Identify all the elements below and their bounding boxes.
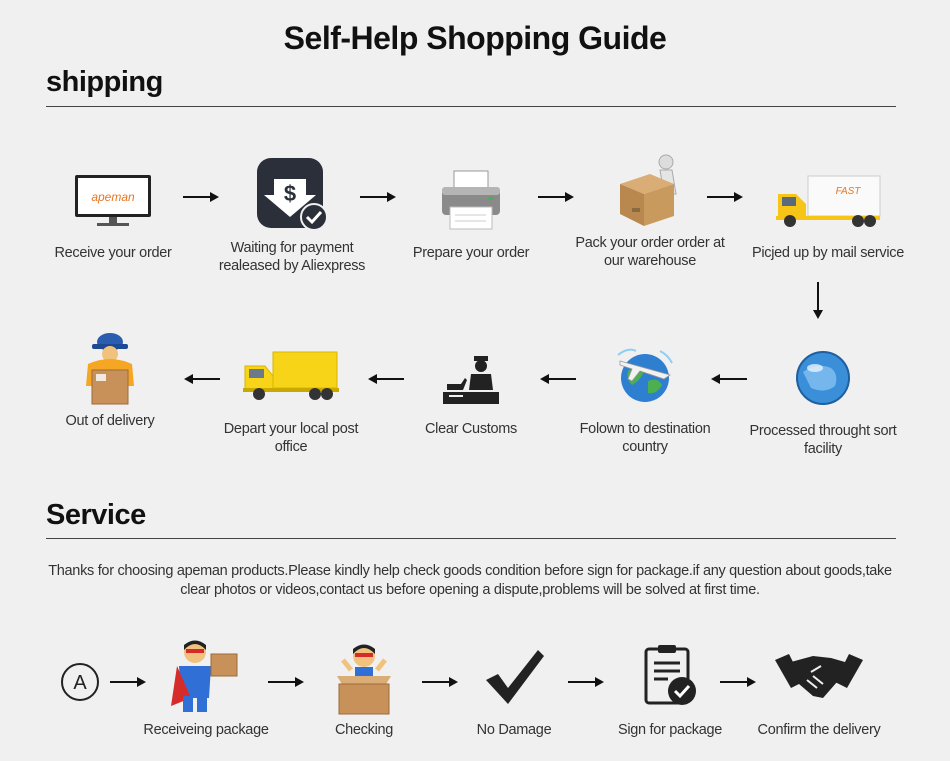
arrow-right-icon xyxy=(110,677,146,687)
step-receive-order: apeman Receive your order xyxy=(28,160,198,262)
step-out-for-delivery: Out of delivery xyxy=(25,328,195,430)
handshake-icon xyxy=(739,636,899,716)
arrow-left-icon xyxy=(540,374,576,384)
start-letter-icon: A xyxy=(60,662,100,702)
arrow-left-icon xyxy=(184,374,220,384)
svg-text:A: A xyxy=(73,672,87,694)
payment-icon: $ xyxy=(207,155,377,235)
step-pack-order: Pack your order order at our warehouse xyxy=(565,150,735,270)
arrow-right-icon xyxy=(422,677,458,687)
step-label: Checking xyxy=(334,722,394,738)
svg-text:apeman: apeman xyxy=(91,190,135,204)
page-title: Self-Help Shopping Guide xyxy=(283,20,667,56)
svg-text:$: $ xyxy=(284,181,296,206)
step-picked-up: FAST Picjed up by mail service xyxy=(743,160,913,262)
service-step-receiving: Receiveing package xyxy=(126,636,286,738)
arrow-right-icon xyxy=(268,677,304,687)
shipping-heading: shipping xyxy=(46,66,163,98)
step-prepare-order: Prepare your order xyxy=(386,160,556,262)
step-label: Sign for package xyxy=(617,722,723,738)
svg-text:FAST: FAST xyxy=(836,186,862,197)
sort-globe-icon xyxy=(738,338,908,418)
package-icon xyxy=(565,150,735,230)
arrow-right-icon xyxy=(720,677,756,687)
monitor-icon: apeman xyxy=(28,160,198,240)
step-sort-facility: Processed throught sort facility xyxy=(738,338,908,458)
checkmark-icon xyxy=(434,636,594,716)
arrow-right-icon xyxy=(360,192,396,202)
step-label: Picjed up by mail service xyxy=(751,245,905,261)
arrow-right-icon xyxy=(538,192,574,202)
shipping-divider xyxy=(46,106,896,107)
arrow-left-icon xyxy=(368,374,404,384)
service-divider xyxy=(46,538,896,539)
step-label: Depart your local post office xyxy=(223,421,359,455)
arrow-right-icon xyxy=(707,192,743,202)
step-flown-destination: Folown to destination country xyxy=(560,336,730,456)
step-clear-customs: Clear Customs xyxy=(386,336,556,438)
arrow-right-icon xyxy=(183,192,219,202)
step-label: Clear Customs xyxy=(425,421,517,437)
superhero-package-icon xyxy=(126,636,286,716)
customs-icon xyxy=(386,336,556,416)
step-depart-post-office: Depart your local post office xyxy=(206,336,376,456)
step-label: Waiting for payment realeased by Aliexpr… xyxy=(218,240,366,274)
delivery-truck-icon xyxy=(206,336,376,416)
courier-icon xyxy=(25,328,195,408)
fast-truck-icon: FAST xyxy=(743,160,913,240)
sign-clipboard-icon xyxy=(590,636,750,716)
step-label: Receive your order xyxy=(54,245,172,261)
printer-icon xyxy=(386,160,556,240)
step-waiting-payment: $ Waiting for payment realeased by Aliex… xyxy=(207,155,377,275)
step-label: No Damage xyxy=(476,722,552,738)
step-label: Pack your order order at our warehouse xyxy=(575,235,725,269)
arrow-down-icon xyxy=(813,282,823,319)
service-step-sign: Sign for package xyxy=(590,636,750,738)
step-label: Prepare your order xyxy=(412,245,530,261)
step-label: Receiveing package xyxy=(143,722,269,738)
step-label: Confirm the delivery xyxy=(757,722,881,738)
arrow-right-icon xyxy=(568,677,604,687)
service-heading: Service xyxy=(46,499,146,531)
service-step-checking: Checking xyxy=(284,636,444,738)
step-label: Processed throught sort facility xyxy=(749,423,897,457)
service-description: Thanks for choosing apeman products.Plea… xyxy=(48,563,892,598)
step-label: Out of delivery xyxy=(65,413,155,429)
arrow-left-icon xyxy=(711,374,747,384)
globe-plane-icon xyxy=(560,336,730,416)
service-step-no-damage: No Damage xyxy=(434,636,594,738)
step-label: Folown to destination country xyxy=(579,421,711,455)
service-step-confirm: Confirm the delivery xyxy=(739,636,899,738)
superhero-box-icon xyxy=(284,636,444,716)
